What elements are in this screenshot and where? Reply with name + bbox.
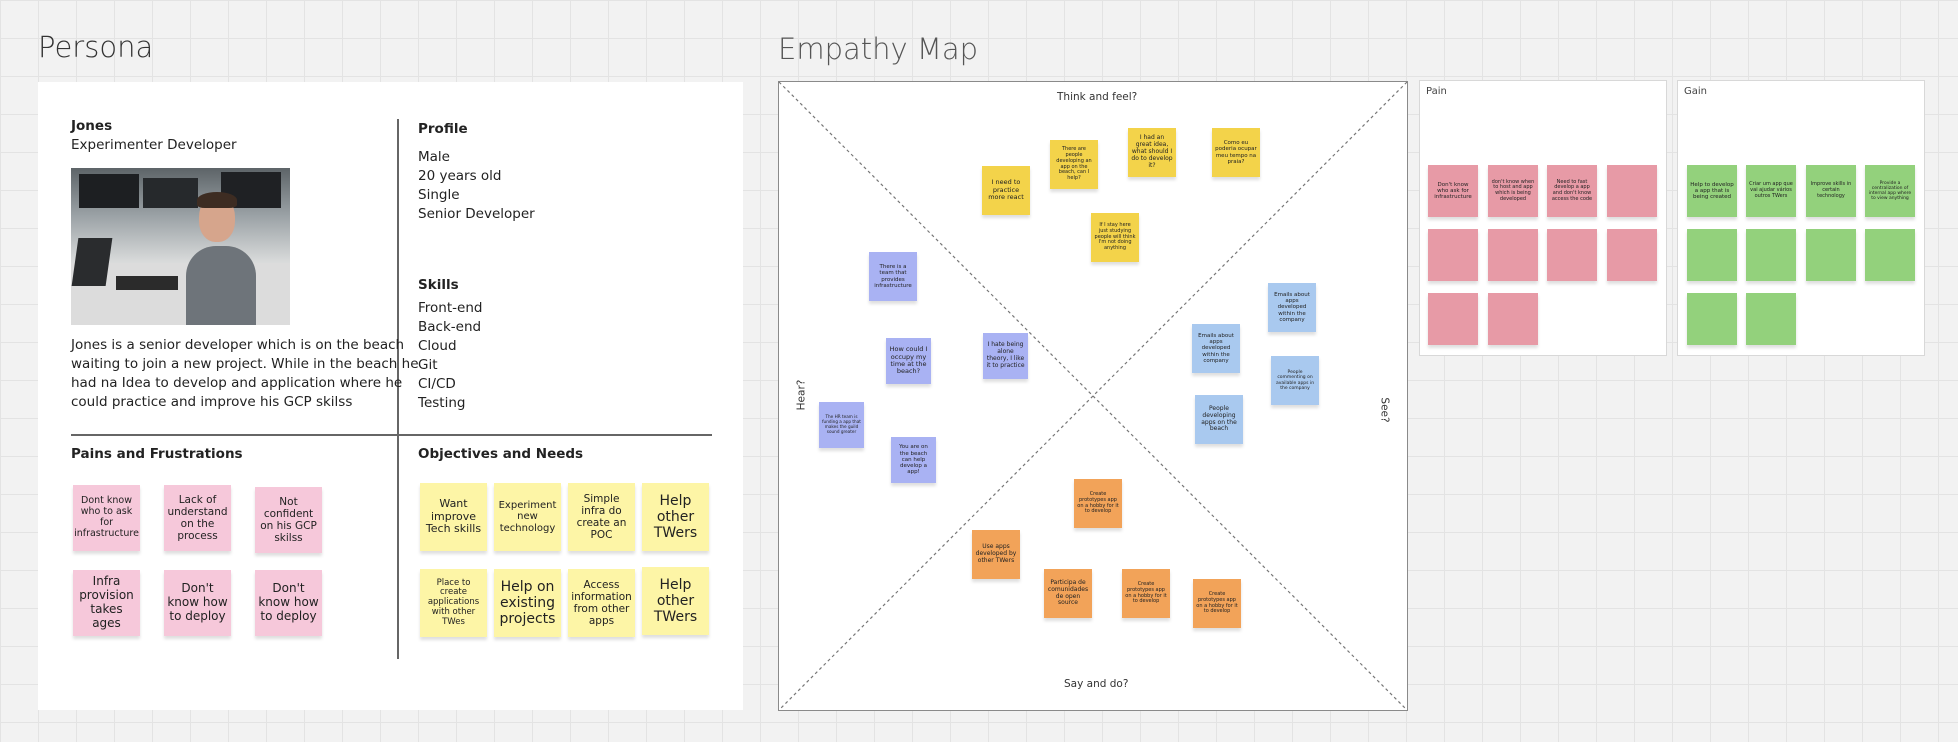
pain-board-sticky-note-empty[interactable] bbox=[1488, 293, 1538, 345]
empathy-map-title: Empathy Map bbox=[778, 32, 979, 66]
persona-vertical-divider bbox=[397, 119, 399, 659]
pain-board-sticky-note-empty[interactable] bbox=[1547, 229, 1597, 281]
gain-board-sticky-note-empty[interactable] bbox=[1687, 293, 1737, 345]
empathy-map-quadrant-lines bbox=[778, 81, 1408, 711]
gain-board-sticky-note[interactable]: Provide a centralization of internal app… bbox=[1865, 165, 1915, 217]
say-sticky-note[interactable]: Create prototypes app on a hobby for it … bbox=[1122, 569, 1170, 618]
skills-item: CI/CD bbox=[418, 376, 456, 392]
persona-bio-line: Jones is a senior developer which is on … bbox=[71, 337, 405, 353]
persona-photo[interactable] bbox=[71, 168, 290, 325]
objective-sticky-note[interactable]: Access information from other apps bbox=[568, 569, 635, 637]
gain-board-sticky-note-empty[interactable] bbox=[1687, 229, 1737, 281]
pain-sticky-note[interactable]: Lack of understand on the process bbox=[164, 485, 231, 551]
say-sticky-note[interactable]: Create prototypes app on a hobby for it … bbox=[1074, 479, 1122, 528]
pain-board-sticky-note-empty[interactable] bbox=[1428, 293, 1478, 345]
think-and-feel-label: Think and feel? bbox=[1057, 91, 1138, 103]
gain-board-sticky-note-empty[interactable] bbox=[1806, 229, 1856, 281]
skills-item: Git bbox=[418, 357, 438, 373]
see-sticky-note[interactable]: Emails about apps developed within the c… bbox=[1268, 283, 1316, 332]
objective-sticky-note[interactable]: Help other TWers bbox=[642, 567, 709, 635]
objective-sticky-note[interactable]: Help other TWers bbox=[642, 483, 709, 551]
gain-board-sticky-note[interactable]: Criar um app que vai ajudar vários outro… bbox=[1746, 165, 1796, 217]
profile-heading: Profile bbox=[418, 121, 468, 137]
see-label: See? bbox=[1378, 397, 1391, 423]
hear-label: Hear? bbox=[795, 379, 808, 411]
gain-board-sticky-note[interactable]: Improve skills in certain technology bbox=[1806, 165, 1856, 217]
pain-board-sticky-note[interactable]: Need to fast develop a app and don't kno… bbox=[1547, 165, 1597, 217]
think-sticky-note[interactable]: I need to practice more react bbox=[982, 166, 1030, 215]
pain-sticky-note[interactable]: Don't know how to deploy bbox=[255, 570, 322, 636]
think-sticky-note[interactable]: I had an great idea, what should I do to… bbox=[1128, 128, 1176, 177]
persona-name: Jones bbox=[71, 118, 113, 134]
profile-item: Single bbox=[418, 187, 460, 203]
profile-item: Senior Developer bbox=[418, 206, 535, 222]
objective-sticky-note[interactable]: Place to create applications with other … bbox=[420, 569, 487, 637]
pain-board-title: Pain bbox=[1426, 86, 1447, 97]
say-and-do-label: Say and do? bbox=[1064, 678, 1129, 690]
pain-board-sticky-note[interactable]: Don't know who ask for infrastructure bbox=[1428, 165, 1478, 217]
hear-sticky-note[interactable]: The HR team is funding a app that makes … bbox=[819, 402, 864, 448]
gain-board-sticky-note-empty[interactable] bbox=[1865, 229, 1915, 281]
pain-sticky-note[interactable]: Dont know who to ask for infrastructure bbox=[73, 485, 140, 551]
skills-item: Front-end bbox=[418, 300, 483, 316]
pains-heading: Pains and Frustrations bbox=[71, 446, 243, 462]
see-sticky-note[interactable]: Emails about apps developed within the c… bbox=[1192, 324, 1240, 373]
gain-board-title: Gain bbox=[1684, 86, 1707, 97]
say-sticky-note[interactable]: Participa de comunidades de open source bbox=[1044, 569, 1092, 618]
objective-sticky-note[interactable]: Help on existing projects bbox=[494, 569, 561, 637]
persona-bio-line: could practice and improve his GCP skils… bbox=[71, 394, 353, 410]
skills-item: Cloud bbox=[418, 338, 457, 354]
pain-board-sticky-note-empty[interactable] bbox=[1607, 229, 1657, 281]
think-sticky-note[interactable]: Como eu poderia ocupar meu tempo na prai… bbox=[1212, 128, 1260, 177]
pain-sticky-note[interactable]: Not confident on his GCP skilss bbox=[255, 487, 322, 553]
pain-board-sticky-note[interactable]: don't know when to host and app which is… bbox=[1488, 165, 1538, 217]
hear-sticky-note[interactable]: You are on the beach can help develop a … bbox=[891, 437, 936, 483]
think-sticky-note[interactable]: If I stay here just studying people will… bbox=[1091, 213, 1139, 262]
hear-sticky-note[interactable]: I hate being alone theory, I like it to … bbox=[983, 333, 1028, 379]
pain-board-sticky-note-empty[interactable] bbox=[1428, 229, 1478, 281]
skills-heading: Skills bbox=[418, 277, 459, 293]
see-sticky-note[interactable]: People developing apps on the beach bbox=[1195, 395, 1243, 444]
persona-role: Experimenter Developer bbox=[71, 137, 237, 153]
persona-title: Persona bbox=[38, 30, 154, 64]
say-sticky-note[interactable]: Create prototypes app on a hobby for it … bbox=[1193, 579, 1241, 628]
hear-sticky-note[interactable]: There is a team that provides infrastruc… bbox=[869, 252, 917, 301]
gain-board-sticky-note[interactable]: Help to develop a app that is being crea… bbox=[1687, 165, 1737, 217]
objective-sticky-note[interactable]: Experiment new technology bbox=[494, 483, 561, 551]
pain-board-sticky-note-empty[interactable] bbox=[1607, 165, 1657, 217]
gain-board-sticky-note-empty[interactable] bbox=[1746, 229, 1796, 281]
think-sticky-note[interactable]: There are people developing an app on th… bbox=[1050, 140, 1098, 189]
say-sticky-note[interactable]: Use apps developed by other TWers bbox=[972, 530, 1020, 579]
persona-horizontal-divider bbox=[71, 434, 712, 436]
persona-bio-line: had na Idea to develop and application w… bbox=[71, 375, 403, 391]
gain-board-sticky-note-empty[interactable] bbox=[1746, 293, 1796, 345]
skills-item: Back-end bbox=[418, 319, 482, 335]
pain-board-sticky-note-empty[interactable] bbox=[1488, 229, 1538, 281]
profile-item: 20 years old bbox=[418, 168, 502, 184]
persona-bio-line: waiting to join a new project. While in … bbox=[71, 356, 419, 372]
profile-item: Male bbox=[418, 149, 450, 165]
pain-sticky-note[interactable]: Don't know how to deploy bbox=[164, 570, 231, 636]
pain-sticky-note[interactable]: Infra provision takes ages bbox=[73, 570, 140, 636]
hear-sticky-note[interactable]: How could I occupy my time at the beach? bbox=[886, 338, 931, 384]
objective-sticky-note[interactable]: Simple infra do create an POC bbox=[568, 483, 635, 551]
objective-sticky-note[interactable]: Want improve Tech skills bbox=[420, 483, 487, 551]
see-sticky-note[interactable]: People commenting on available apps in t… bbox=[1271, 356, 1319, 405]
skills-item: Testing bbox=[418, 395, 466, 411]
objectives-heading: Objectives and Needs bbox=[418, 446, 584, 462]
